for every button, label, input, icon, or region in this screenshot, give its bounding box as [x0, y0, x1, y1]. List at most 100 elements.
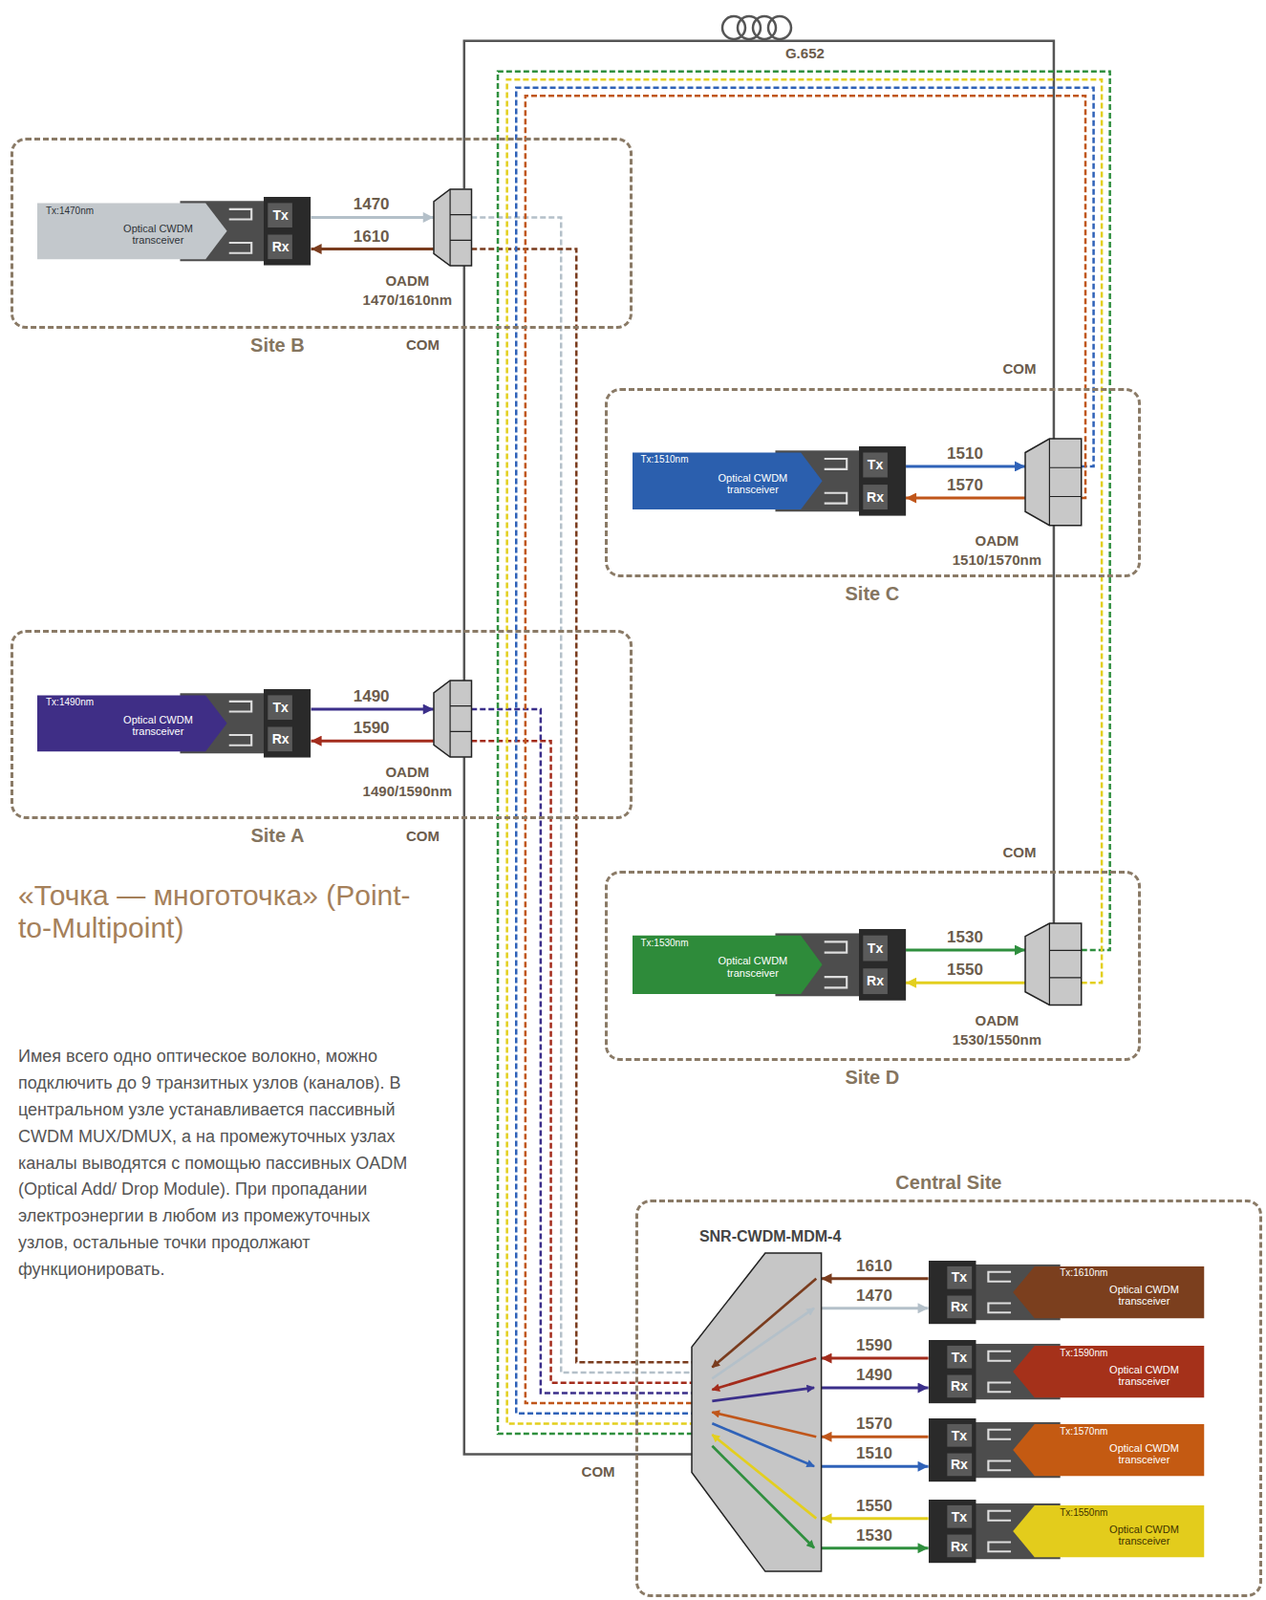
wavelength-label: 1590 [854, 1335, 895, 1355]
mux-body [691, 1252, 822, 1571]
oadm-body [433, 680, 473, 757]
channel-link [905, 948, 1026, 952]
oadm-ports [450, 189, 472, 266]
port-socket [268, 202, 294, 228]
wavelength-label: 1490 [351, 686, 392, 707]
port-label: COM [406, 827, 440, 844]
channel-link [820, 1435, 928, 1438]
mux-channel-arrow [711, 1278, 816, 1368]
mux-channel-arrow [711, 1445, 815, 1548]
port-label: Rx [946, 1294, 972, 1318]
wavelength-label: 1570 [854, 1414, 895, 1434]
port-socket [946, 1373, 972, 1397]
transceiver-latch [987, 1429, 1011, 1470]
oadm-housing [433, 189, 473, 266]
cwdm-mux-demux: SNR-CWDM-MDM-4 [691, 1252, 822, 1571]
oadm-housing [433, 680, 473, 757]
port-socket [946, 1294, 972, 1318]
site-name: Site C [786, 582, 959, 605]
oadm-body [1025, 922, 1082, 1005]
oadm-housing [1025, 438, 1082, 526]
transceiver-label-plate [632, 451, 823, 510]
oadm-body [433, 189, 473, 266]
wavelength-label: 1610 [854, 1256, 895, 1276]
port-label: Tx [862, 934, 888, 961]
port-socket [946, 1504, 972, 1528]
port-block [263, 688, 311, 758]
cwdm-transceiver: Tx:1470nmOptical CWDM transceiverTxRx [37, 196, 311, 266]
wavelength-label: 1470 [854, 1286, 895, 1306]
wavelength-label: 1550 [854, 1496, 895, 1516]
transceiver-description: Optical CWDM transceiver [1091, 1283, 1199, 1312]
coil-turn [768, 16, 792, 40]
port-block [263, 196, 311, 266]
diagram-caption: Имея всего одно оптическое волокно, можн… [18, 1043, 415, 1284]
transceiver-latch [987, 1351, 1011, 1392]
transceiver-model: Tx:1590nm [1059, 1347, 1153, 1361]
port-label: Rx [268, 235, 294, 260]
cwdm-transceiver: Tx:1550nmOptical CWDM transceiverTxRx [928, 1499, 1204, 1563]
transceiver-description: Optical CWDM transceiver [1091, 1441, 1199, 1471]
transceiver-model: Tx:1550nm [1059, 1506, 1153, 1521]
port-label: Rx [946, 1534, 972, 1558]
wavelength-label: 1570 [944, 475, 986, 495]
oadm-module: OADM 1490/1590nm [433, 680, 473, 757]
wavelength-label: 1530 [854, 1525, 895, 1545]
mux-channel-arrow [711, 1434, 816, 1519]
wavelength-path [471, 249, 692, 1363]
transceiver-description: Optical CWDM transceiver [101, 713, 216, 745]
port-label: Rx [946, 1453, 972, 1477]
cwdm-transceiver: Tx:1530nmOptical CWDM transceiverTxRx [632, 928, 906, 1001]
transceiver-model: Tx:1530nm [640, 937, 732, 953]
channel-link [820, 1516, 928, 1520]
channel-link [820, 1386, 928, 1390]
port-socket [862, 967, 888, 994]
wavelength-path [525, 95, 1086, 1403]
wavelength-path [507, 79, 1102, 1423]
channel-link [820, 1545, 928, 1549]
oadm-ports [1049, 922, 1081, 1005]
site-name: Site D [786, 1066, 959, 1089]
channel-link [905, 464, 1026, 468]
transceiver-description: Optical CWDM transceiver [101, 222, 216, 254]
wavelength-label: 1510 [854, 1443, 895, 1463]
port-socket [946, 1423, 972, 1447]
transceiver-model: Tx:1570nm [1059, 1425, 1153, 1439]
wavelength-path [471, 708, 692, 1393]
fiber-link [1052, 525, 1056, 923]
cwdm-transceiver: Tx:1510nmOptical CWDM transceiverTxRx [632, 446, 906, 516]
port-block [928, 1417, 976, 1481]
port-block [928, 1339, 976, 1403]
transceiver-label-plate [1012, 1423, 1204, 1476]
port-label: COM [581, 1462, 616, 1480]
transceiver-latch [229, 700, 252, 745]
mux-channel-arrow [711, 1412, 816, 1438]
port-label: Tx [946, 1423, 972, 1447]
transceiver-model: Tx:1610nm [1059, 1266, 1153, 1281]
port-label: COM [1003, 360, 1037, 377]
port-socket [946, 1266, 972, 1289]
transceiver-latch [987, 1510, 1011, 1551]
fiber-type-label: G.652 [783, 44, 827, 62]
port-label: Tx [862, 451, 888, 477]
port-socket [946, 1453, 972, 1477]
port-label: Tx [268, 694, 294, 720]
channel-link [311, 247, 434, 251]
transceiver-model: Tx:1510nm [640, 453, 732, 469]
wavelength-path [497, 71, 1111, 1434]
port-block [928, 1499, 976, 1563]
transceiver-latch [824, 458, 847, 504]
oadm-module: OADM 1510/1570nm [1025, 438, 1082, 526]
site-name: Site A [191, 824, 364, 847]
site-region: Site CTx:1510nmOptical CWDM transceiverT… [604, 387, 1141, 579]
port-label: Rx [862, 967, 888, 994]
transceiver-latch [824, 941, 847, 988]
port-label: Rx [862, 484, 888, 510]
port-socket [268, 235, 294, 260]
site-region: Site BTx:1470nmOptical CWDM transceiverT… [10, 137, 633, 329]
wavelength-label: 1550 [944, 960, 986, 980]
wavelength-path [471, 740, 692, 1383]
oadm-module: OADM 1530/1550nm [1025, 922, 1082, 1005]
mux-channel-arrow [711, 1357, 816, 1390]
